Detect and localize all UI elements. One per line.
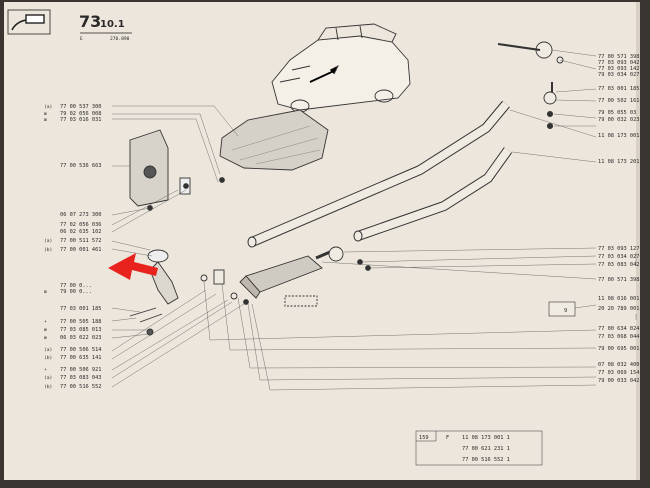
part-number: 77 00 634 024 [598,326,639,332]
part-number: 77 00 506 514 [60,347,101,353]
part-number: 77 00 537 300 [60,104,101,110]
part-number: 77 03 093 042 [598,60,639,66]
part-number: 20 20 789 001 [598,306,639,312]
part-number: 77 03 085 013 [60,327,101,333]
part-number: 77 00 505 188 [60,319,101,325]
subcode-detail: 270.890 [110,36,130,42]
muffler-part [239,250,331,307]
part-mark: + [44,320,47,325]
footer-row: 11 08 173 001 1 [462,435,510,441]
part-number: 11 08 173 001 [598,133,639,139]
part-mark: (a) [44,238,52,244]
svg-text:9: 9 [564,308,567,314]
part-number: 77 03 083 043 [60,375,101,381]
part-number: 79 03 034 027 [598,72,639,78]
part-number: 77 03 001 185 [598,86,639,92]
subcode: E [80,36,83,42]
footer-mark: F [446,435,449,441]
part-number: 79 00 0... [60,289,92,295]
part-number: 06 07 273 300 [60,212,101,218]
part-number: 77 03 083 042 [598,262,639,268]
part-number: 06 03 022 023 [60,335,101,341]
part-mark: (b) [44,384,52,390]
part-number: 77 00 571 398 [598,277,639,283]
part-mark: (b) [44,355,52,361]
part-number: 77 00 635 141 [60,355,101,361]
part-number: 77 03 034 027 [598,254,639,260]
leader-lines [111,49,637,391]
part-number: 77 00 506 921 [60,367,101,373]
part-number: 07 08 032 400 [598,362,639,368]
part-mark: ⊠ [44,290,47,295]
part-number: 77 00 536 663 [60,163,101,169]
section-sub: 10.1 [100,19,125,30]
red-arrow-annotation [108,253,158,280]
part-mark: (b) [44,247,52,253]
part-mark: ⊠ [44,112,47,117]
part-mark: (a) [44,104,52,110]
part-number: 79 00 695 001 [598,346,639,352]
part-number: 77 03 093 142 [598,66,639,72]
footer-code: 159 [419,435,429,441]
part-mark: ⊠ [44,118,47,123]
part-mark: ⊠ [44,336,47,341]
part-number: 79 00 033 042 [598,378,639,384]
part-number: 77 00 001 461 [60,247,101,253]
part-number: 79 00 032 023 [598,117,639,123]
footer-table: 159 F 11 08 173 001 1 77 00 621 231 1 77… [415,430,543,466]
part-mark: + [44,368,47,373]
part-number: 77 02 056 036 [60,222,101,228]
part-number: 79 05 055 03 [598,110,636,116]
footer-row: 77 00 516 552 1 [462,457,510,463]
part-number: 77 03 016 031 [60,117,101,123]
part-number: 06 02 635 102 [60,229,101,235]
part-number: 79 02 056 008 [60,111,101,117]
part-mark: (a) [44,347,52,353]
part-number: 11 08 016 001 [598,296,639,302]
part-number: 77 00 571 398 [598,54,639,60]
part-number: 11 08 173 201 [598,159,639,165]
part-mark: ⊠ [44,328,47,333]
left-part-labels: (a) 77 00 537 300 ⊠ 79 02 056 008 ⊠ 77 03 016… [44,104,101,390]
downpipe-part [129,249,179,336]
part-mark: (a) [44,375,52,381]
section-number: 73 [79,12,101,31]
part-number: 77 03 069 154 [598,370,639,376]
callout-box: 9 [548,301,576,317]
part-number: 77 00 511 572 [60,238,101,244]
part-number: 77 00 502 161 [598,98,639,104]
part-number: 77 03 001 185 [60,306,101,312]
exhaust-pipes [247,100,513,248]
heat-shield-part [219,109,329,183]
car-illustration [271,23,411,113]
part-number: 77 00 516 552 [60,384,101,390]
part-number: 77 00 0... [60,283,92,289]
exhaust-pipe-icon [7,9,51,35]
bracket-plate-part [129,129,191,211]
footer-row: 77 00 621 231 1 [462,446,510,452]
part-number: 77 03 093 127 [598,246,639,252]
small-hardware [183,41,564,305]
part-number: 77 03 068 044 [598,334,639,340]
